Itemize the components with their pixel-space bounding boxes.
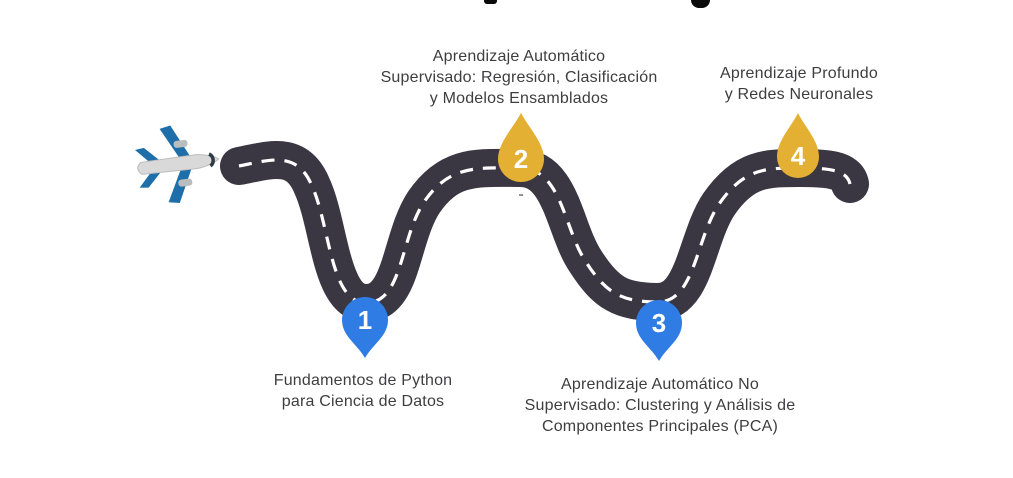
teardrop-up-icon	[777, 113, 819, 178]
cropped-title-descender	[484, 0, 497, 4]
road-center-dashes	[238, 158, 852, 305]
milestone-label-line: y Redes Neuronales	[724, 86, 874, 103]
milestone-marker-4: 4	[777, 113, 819, 178]
milestone-number: 3	[652, 308, 666, 338]
milestone-label-line: para Ciencia de Datos	[281, 393, 445, 410]
milestone-marker-1: 1	[342, 297, 388, 358]
milestone-number: 4	[791, 141, 806, 171]
milestone-number: 2	[514, 144, 528, 174]
airplane-icon	[134, 125, 220, 203]
pin-down-icon	[342, 297, 388, 358]
milestone-1-label: Fundamentos de Python para Ciencia de Da…	[274, 370, 453, 412]
milestone-label-line: Aprendizaje Profundo	[720, 65, 878, 82]
road-path	[220, 141, 869, 323]
milestone-4-label: Aprendizaje Profundo y Redes Neuronales	[720, 63, 878, 105]
airplane-cockpit	[208, 152, 215, 168]
milestone-2-label: Aprendizaje Automático Supervisado: Regr…	[381, 46, 658, 109]
pin-down-icon	[636, 300, 682, 361]
milestone-label-line: Supervisado: Clustering y Análisis de	[524, 397, 796, 414]
airplane-tail-fin	[139, 168, 163, 188]
cropped-title-descender	[691, 0, 710, 8]
milestone-label-line: Aprendizaje Automático	[432, 48, 606, 65]
airplane-engine	[178, 178, 193, 187]
airplane-engine	[173, 139, 188, 148]
milestone-label-line: Aprendizaje Automático No	[561, 376, 759, 393]
milestone-marker-2: 2	[498, 113, 544, 182]
teardrop-up-icon	[498, 113, 544, 182]
milestone-label-line: y Modelos Ensamblados	[429, 90, 609, 107]
milestone-3-label: Aprendizaje Automático No Supervisado: C…	[525, 374, 796, 437]
milestone-marker-3: 3	[636, 300, 682, 361]
milestone-label-line: Supervisado: Regresión, Clasificación	[380, 69, 658, 86]
stray-dash: -	[518, 186, 524, 203]
milestone-number: 1	[358, 305, 372, 335]
milestone-label-line: Fundamentos de Python	[273, 372, 453, 389]
milestone-label-line: Componentes Principales (PCA)	[541, 418, 779, 435]
